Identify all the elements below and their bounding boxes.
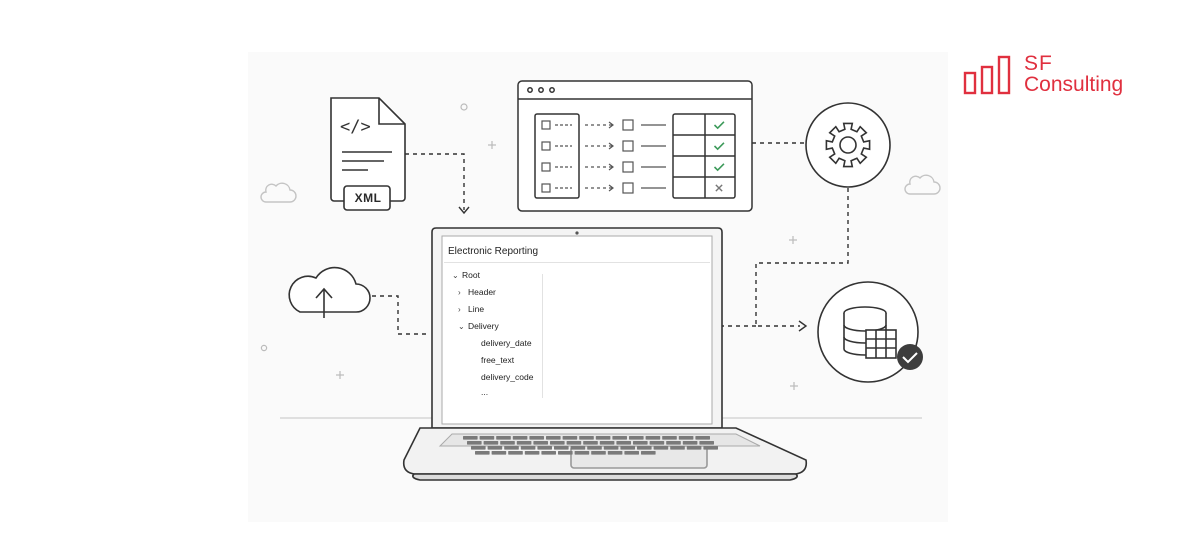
check-icon bbox=[713, 121, 725, 130]
keyboard-key bbox=[616, 441, 631, 445]
cloud-upload-icon bbox=[288, 266, 371, 318]
keyboard-key bbox=[471, 446, 486, 450]
keyboard-key bbox=[483, 441, 499, 445]
database-table-icon bbox=[817, 281, 919, 383]
cloud-icon bbox=[260, 182, 297, 203]
tree-item-free-text[interactable]: free_text bbox=[481, 355, 515, 365]
laptop-screen: Electronic Reporting ⌄Root ›Header ›Line… bbox=[444, 238, 710, 422]
brand-name-line2: Consulting bbox=[1024, 73, 1124, 96]
keyboard-key bbox=[516, 441, 532, 445]
keyboard-key bbox=[537, 446, 552, 450]
keyboard-key bbox=[587, 446, 602, 450]
keyboard-key bbox=[533, 441, 548, 445]
keyboard-key bbox=[541, 451, 556, 455]
screen-title: Electronic Reporting bbox=[448, 246, 539, 257]
keyboard-key bbox=[467, 441, 482, 445]
keyboard-key bbox=[554, 446, 569, 450]
keyboard-key bbox=[491, 451, 507, 455]
keyboard-key bbox=[475, 451, 490, 455]
keyboard-key bbox=[607, 451, 623, 455]
keyboard-key bbox=[703, 446, 718, 450]
keyboard-key bbox=[612, 436, 627, 440]
mapping-row bbox=[541, 140, 666, 152]
mapping-row bbox=[541, 161, 666, 173]
keyboard-key bbox=[695, 436, 710, 440]
keyboard-key bbox=[603, 446, 619, 450]
mapping-row bbox=[541, 182, 666, 194]
keyboard-key bbox=[579, 436, 594, 440]
keyboard-key bbox=[686, 446, 702, 450]
keyboard-key bbox=[550, 441, 565, 445]
xml-label: XML bbox=[354, 191, 382, 205]
chevron-down-icon: ⌄ bbox=[458, 322, 465, 331]
keyboard-key bbox=[463, 436, 478, 440]
chevron-right-icon: › bbox=[458, 288, 461, 297]
keyboard-key bbox=[591, 451, 606, 455]
keyboard-key bbox=[662, 436, 677, 440]
tree-item-line[interactable]: ›Line bbox=[458, 304, 485, 314]
chevron-down-icon: ⌄ bbox=[452, 271, 459, 280]
keyboard-key bbox=[574, 451, 590, 455]
brand-name-line1: SF bbox=[1024, 52, 1053, 75]
keyboard-key bbox=[512, 436, 528, 440]
xml-document-icon bbox=[330, 97, 406, 211]
keyboard-key bbox=[558, 451, 573, 455]
keyboard-key bbox=[682, 441, 698, 445]
keyboard-key bbox=[595, 436, 611, 440]
tree-item-delivery[interactable]: ⌄Delivery bbox=[458, 321, 499, 331]
keyboard-key bbox=[699, 441, 714, 445]
mapping-row bbox=[541, 119, 666, 131]
check-icon bbox=[713, 163, 725, 172]
browser-window bbox=[517, 80, 753, 212]
keyboard-key bbox=[666, 441, 681, 445]
cloud-icon bbox=[904, 174, 941, 195]
tree-item-delivery-code[interactable]: delivery_code bbox=[481, 372, 534, 382]
keyboard-key bbox=[487, 446, 503, 450]
brand-logo: SF Consulting bbox=[962, 52, 1152, 103]
gear-icon bbox=[805, 102, 891, 188]
bar-chart-logo-icon bbox=[963, 55, 1011, 95]
keyboard-key bbox=[566, 441, 582, 445]
keyboard-key bbox=[520, 446, 536, 450]
cross-icon bbox=[715, 184, 723, 192]
keyboard-key bbox=[645, 436, 661, 440]
tree-item-root[interactable]: ⌄Root bbox=[452, 270, 480, 280]
keyboard-key bbox=[649, 441, 665, 445]
keyboard-key bbox=[620, 446, 635, 450]
check-icon bbox=[713, 142, 725, 151]
keyboard-key bbox=[508, 451, 523, 455]
check-badge-icon bbox=[897, 344, 923, 370]
keyboard-key bbox=[524, 451, 540, 455]
keyboard-key bbox=[653, 446, 669, 450]
tree-divider bbox=[542, 274, 543, 398]
keyboard-key bbox=[670, 446, 685, 450]
keyboard-key bbox=[496, 436, 511, 440]
keyboard-key bbox=[583, 441, 598, 445]
tree-item-header[interactable]: ›Header bbox=[458, 287, 496, 297]
keyboard-key bbox=[479, 436, 495, 440]
screen-divider bbox=[444, 262, 710, 263]
keyboard-key bbox=[678, 436, 694, 440]
keyboard-key bbox=[599, 441, 615, 445]
tree-item-delivery-date[interactable]: delivery_date bbox=[481, 338, 532, 348]
keyboard-key bbox=[641, 451, 656, 455]
keyboard-key bbox=[637, 446, 652, 450]
keyboard-key bbox=[570, 446, 586, 450]
chevron-right-icon: › bbox=[458, 305, 461, 314]
keyboard-key bbox=[562, 436, 578, 440]
keyboard-key bbox=[504, 446, 519, 450]
code-icon: </> bbox=[340, 117, 371, 137]
keyboard-key bbox=[500, 441, 515, 445]
keyboard-key bbox=[629, 436, 644, 440]
tree-item-more: ... bbox=[481, 387, 489, 397]
keyboard-key bbox=[529, 436, 544, 440]
keyboard-key bbox=[624, 451, 639, 455]
keyboard-key bbox=[546, 436, 561, 440]
keyboard-key bbox=[633, 441, 648, 445]
